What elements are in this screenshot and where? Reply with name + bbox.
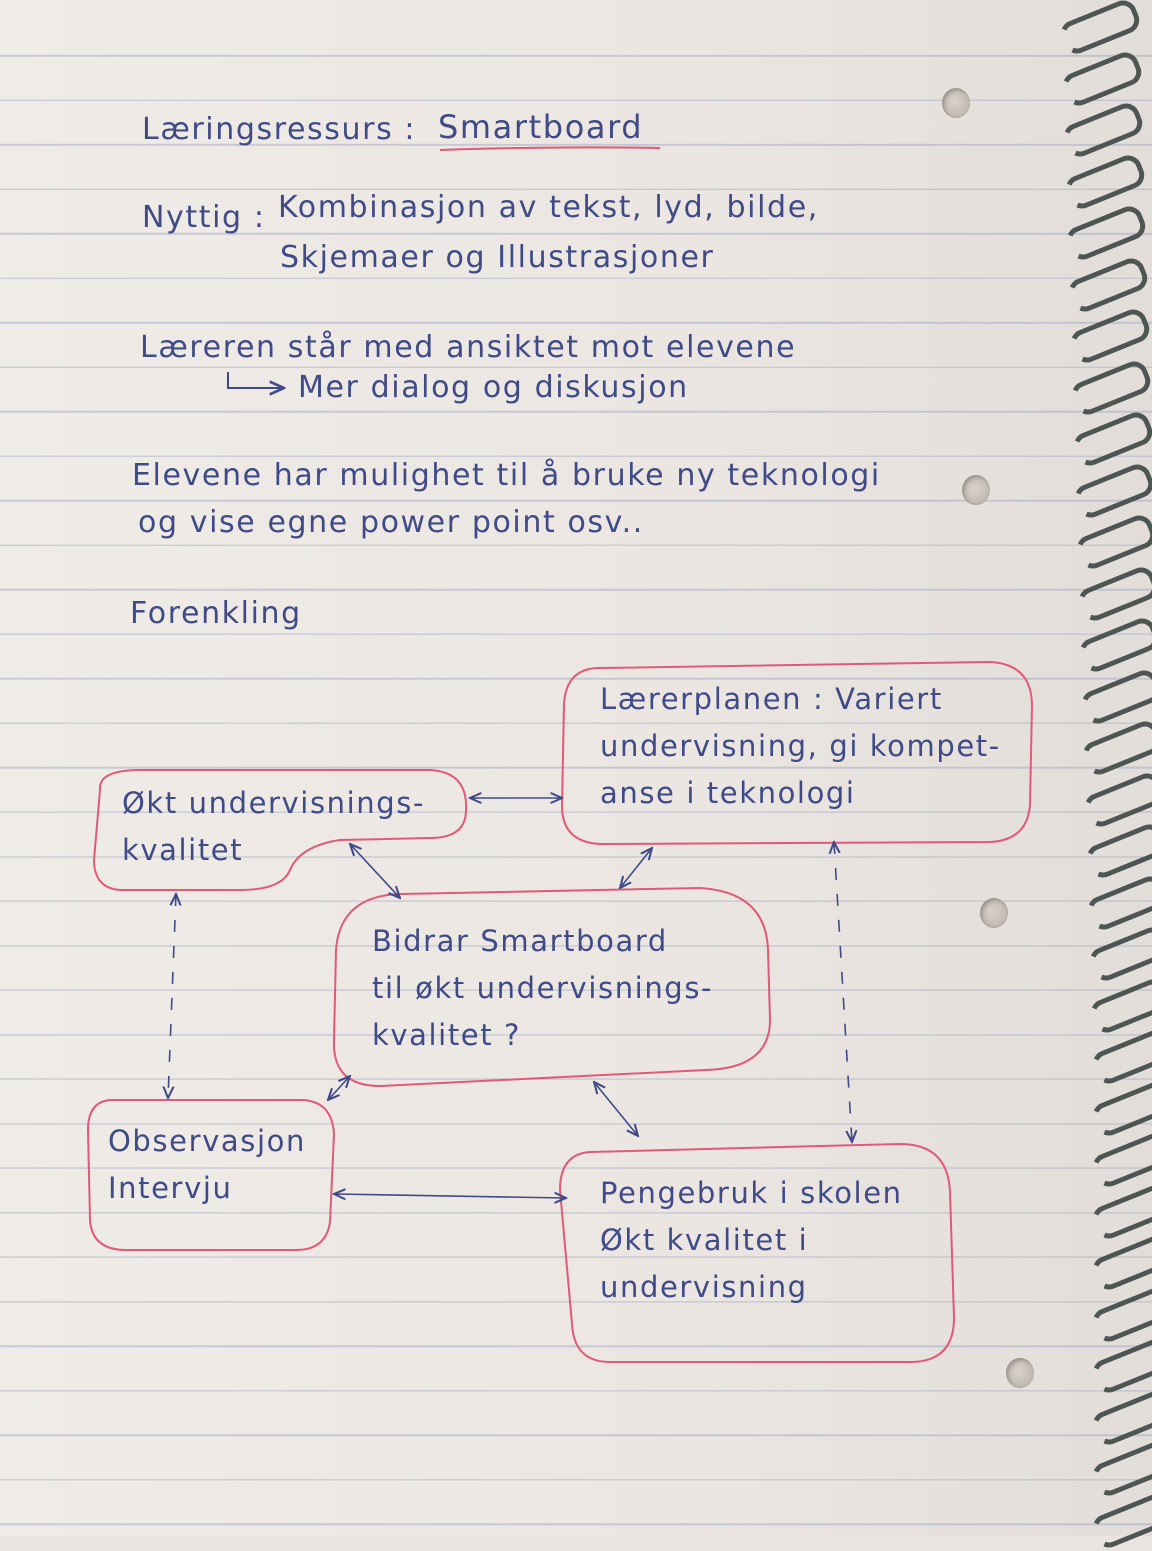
box-money-text: Pengebruk i skolen Økt kvalitet i underv… [600,1176,903,1304]
box-methods-text: Observasjon Intervju [108,1124,306,1205]
teacher-line: Læreren står med ansiktet mot elevene [140,330,797,365]
simplification-heading: Forenkling [130,596,302,631]
box-curriculum-text: Lærerplanen : Variert undervisning, gi k… [600,682,1001,810]
box-center [332,886,772,1088]
arrow-center-methods [328,1076,350,1100]
box-center-text: Bidrar Smartboard til økt undervisnings-… [372,924,714,1052]
box-methods [86,1099,336,1251]
arrow-quality-methods [168,894,176,1098]
arrow-center-money [594,1082,638,1136]
useful-label: Nyttig : [142,200,266,235]
teacher-result: Mer dialog og diskusjon [298,370,689,405]
arrow-quality-center [350,844,400,898]
box-quality [92,769,468,891]
arrow-curriculum-money [834,842,852,1142]
students-line-1: Elevene har mulighet til å bruke ny tekn… [132,458,881,493]
useful-line-1: Kombinasjon av tekst, lyd, bilde, [278,190,819,225]
box-money [558,1142,956,1363]
resource-label: Læringsressurs : [142,112,417,147]
box-curriculum [560,660,1034,846]
useful-line-2: Skjemaer og Illustrasjoner [280,240,715,275]
arrow-curriculum-center [620,848,652,888]
arrow-icon [227,372,284,388]
binder-hole [962,475,990,505]
binder-hole [942,88,970,118]
binder-hole [980,898,1008,928]
smartboard-underline [439,146,661,151]
box-quality-text: Økt undervisnings- kvalitet [122,786,426,867]
binder-hole [1006,1358,1034,1388]
arrow-methods-money [334,1194,566,1198]
resource-value: Smartboard [438,108,644,146]
students-line-2: og vise egne power point osv.. [138,505,644,540]
